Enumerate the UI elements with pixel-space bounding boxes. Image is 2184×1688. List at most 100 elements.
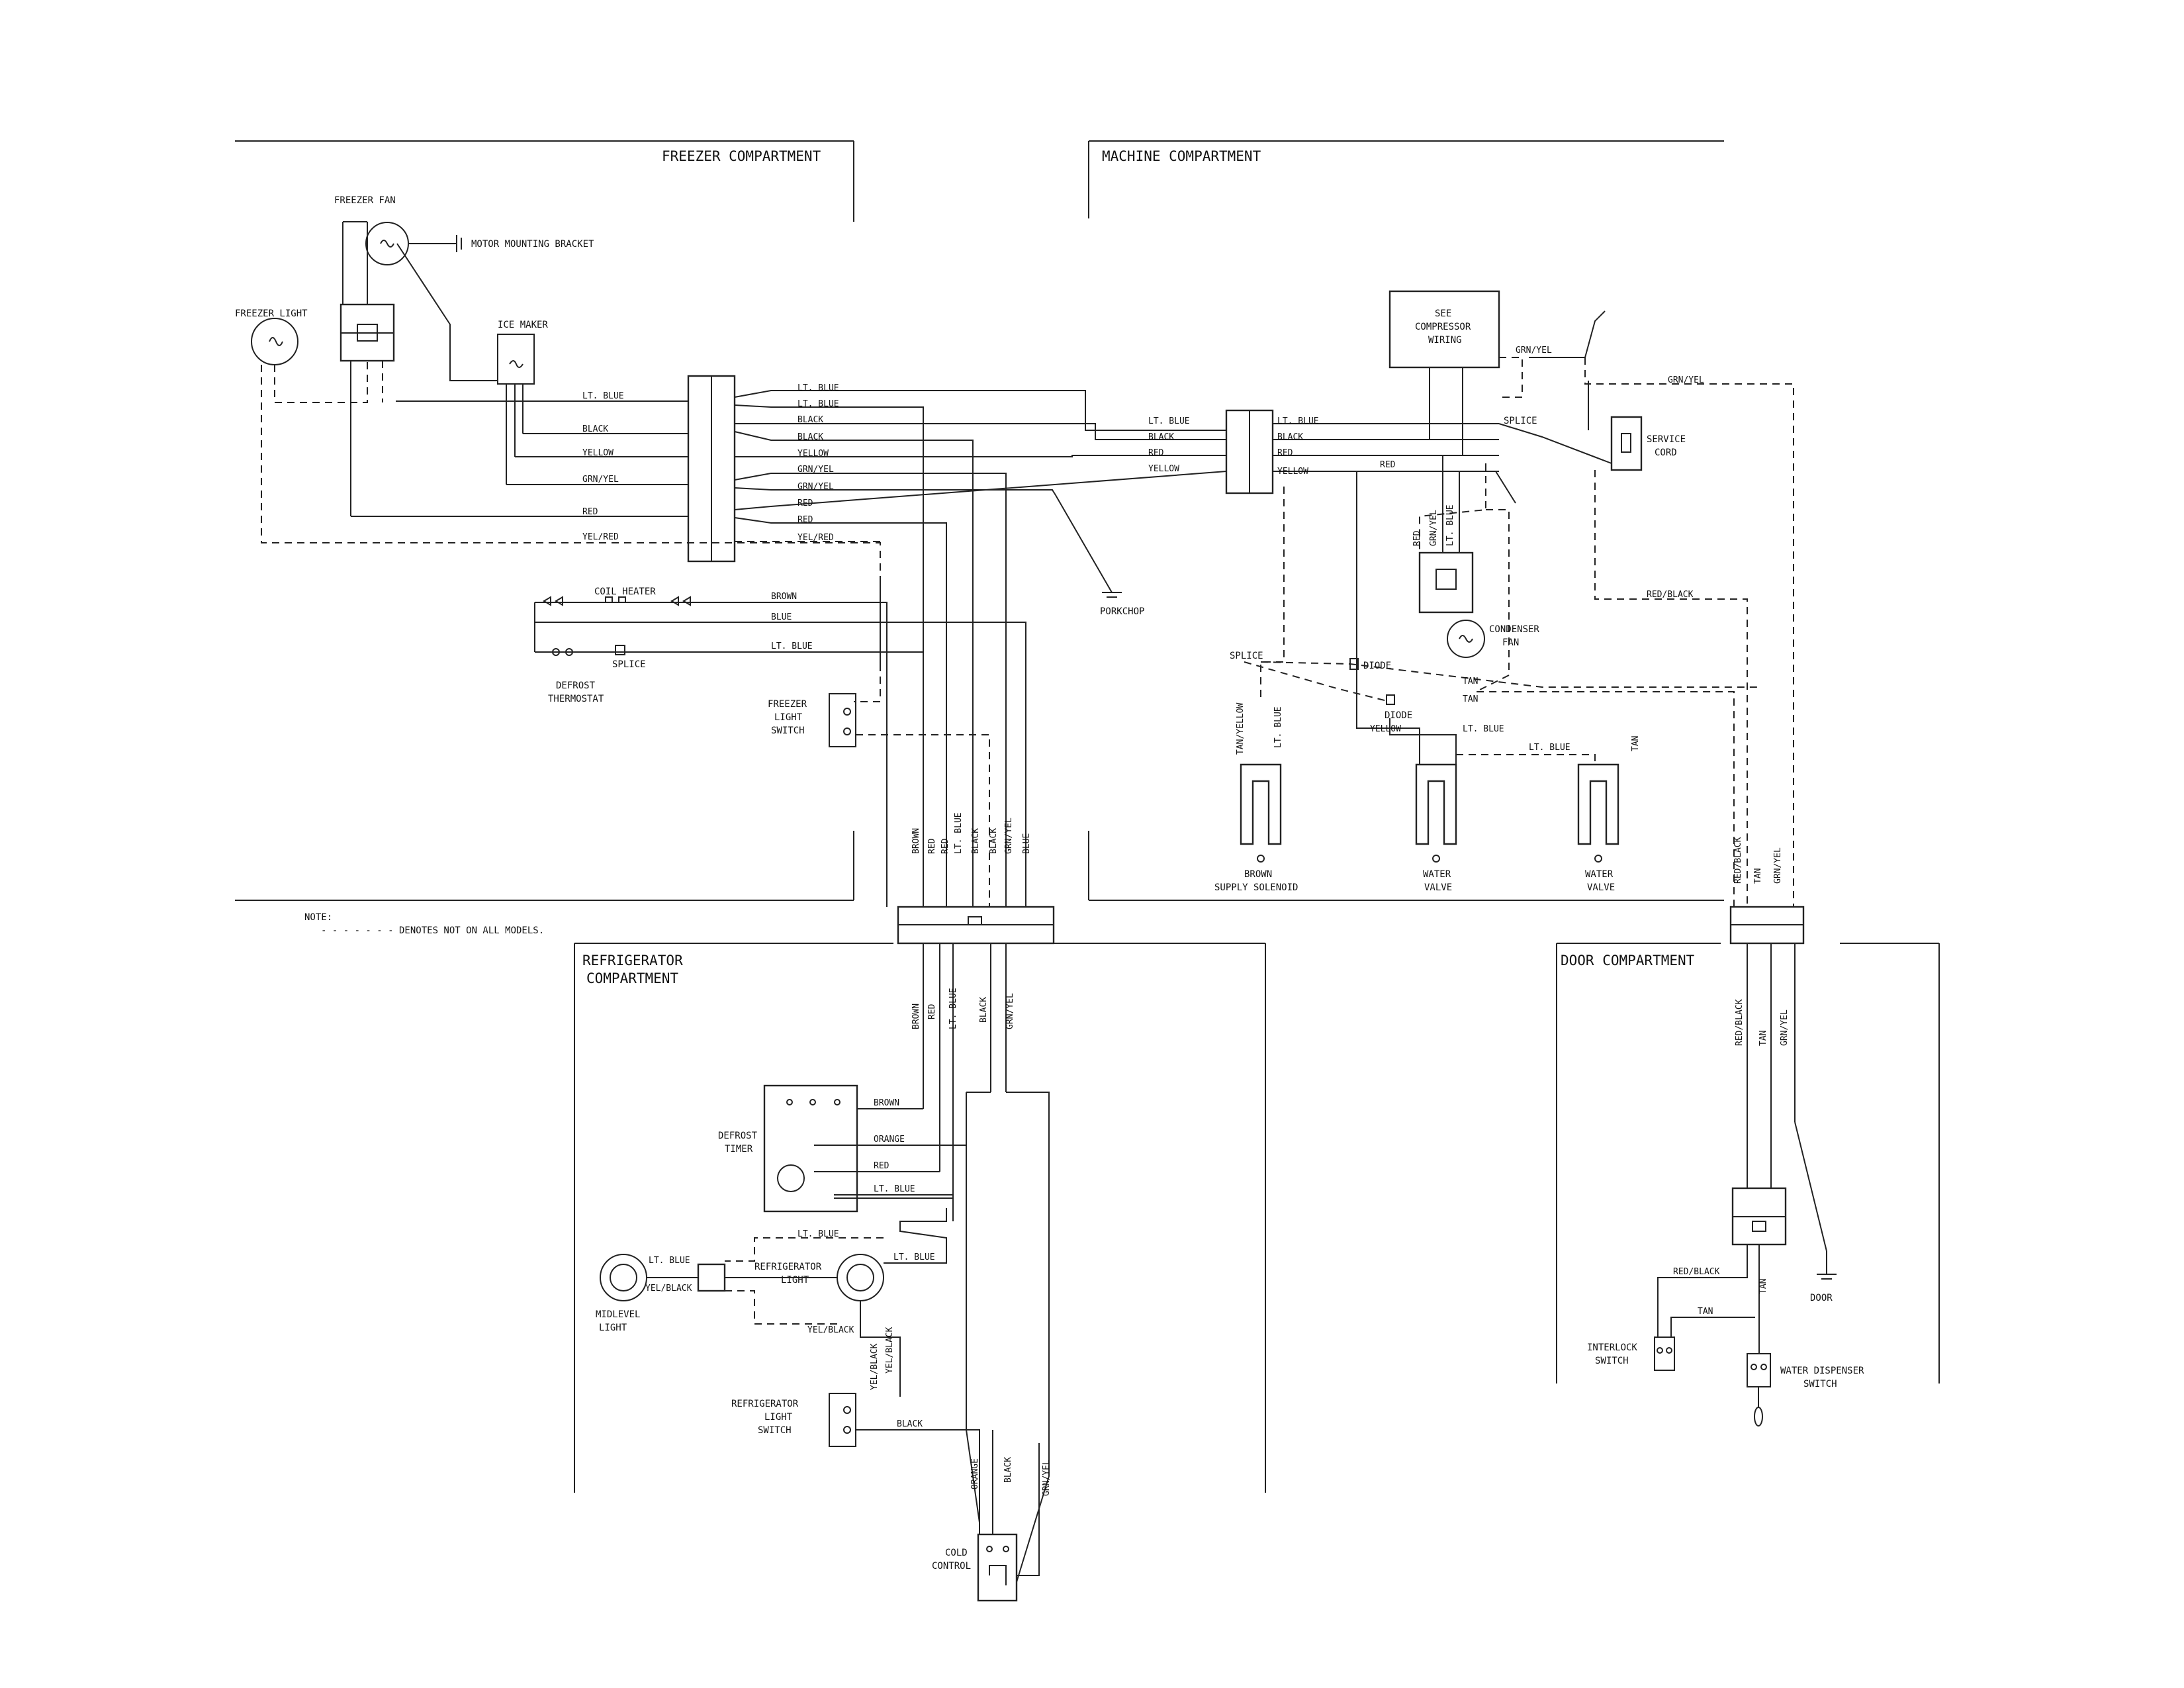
supply-solenoid-label: BROWN [1244, 869, 1272, 880]
wire-label-tan-m1: TAN [1463, 677, 1478, 686]
wire-label-black-r1: BLACK [897, 1419, 923, 1429]
ice-maker-label: ICE MAKER [498, 320, 548, 330]
diode-label: DIODE [1363, 661, 1391, 671]
wire-label-ltblue-r3: LT. BLUE [893, 1252, 935, 1262]
compressor-label: SEE [1435, 308, 1451, 319]
wire-label-tan-d1: TAN [1698, 1307, 1713, 1317]
wire-label-yelblack-rv: YEL/BLACK [870, 1343, 880, 1390]
freezer-light-switch-label: FREEZER [768, 699, 807, 710]
wire-label-black-3: BLACK [797, 432, 823, 442]
wire-label-brown-v1: BROWN [911, 828, 921, 854]
wire-label-red-mv: RED [1412, 530, 1422, 546]
motor-bracket-label: MOTOR MOUNTING BRACKET [471, 239, 594, 250]
door-ground [1794, 1121, 1837, 1280]
coil-heater [534, 596, 691, 656]
wire-label-tan-mv2: TAN [1753, 868, 1763, 884]
wire-label-redblack-m1: RED/BLACK [1647, 590, 1694, 600]
wire-label-grnyel-m2: GRN/YEL [1668, 375, 1704, 385]
water-dispenser-switch-label: WATER DISPENSER [1780, 1366, 1864, 1376]
machine-compartment-title: MACHINE COMPARTMENT [1102, 148, 1261, 164]
wire-label-ltblue-m4: LT. BLUE [1529, 743, 1570, 753]
note-title: NOTE: [304, 912, 332, 923]
refrigerator-light-label: REFRIGERATOR [754, 1262, 822, 1272]
wire-label-blue-1: BLUE [771, 612, 792, 622]
splice-label-machine-2: SPLICE [1504, 416, 1537, 426]
freezer-wires [261, 221, 1227, 907]
wire-label-ltblue-mv: LT. BLUE [1445, 504, 1455, 546]
wire-label-grnyel-rv: GRN/YEL [1005, 993, 1015, 1029]
coil-heater-label: COIL HEATER [594, 586, 656, 597]
wire-label-yellow-m3: YELLOW [1370, 724, 1401, 734]
wire-label-redblack-mv: RED/BLACK [1733, 837, 1743, 884]
defrost-timer [763, 1084, 858, 1213]
wire-label-ltblue-rv: LT. BLUE [948, 988, 958, 1029]
wire-label-grnyel-2: GRN/YEL [797, 465, 834, 475]
freezer-light-switch-label-3: SWITCH [771, 726, 805, 736]
wire-label-red-2: RED [797, 498, 813, 508]
wire-label-grnyel-1: GRN/YEL [582, 475, 619, 485]
wire-label-red-m3: RED [1380, 460, 1396, 470]
wire-label-black-v2: BLACK [989, 828, 999, 854]
compressor-label-2: COMPRESSOR [1415, 322, 1471, 332]
wire-label-yellow-1: YELLOW [582, 448, 614, 458]
wire-label-grnyel-dv: GRN/YEL [1780, 1009, 1790, 1046]
interlock-switch-label-2: SWITCH [1595, 1356, 1629, 1366]
wire-label-brown-r1: BROWN [874, 1098, 899, 1108]
wire-label-red-3: RED [797, 515, 813, 525]
wire-label-ltblue-r1: LT. BLUE [874, 1184, 915, 1194]
cold-control-label-2: CONTROL [932, 1561, 971, 1571]
wire-label-redblack-d1: RED/BLACK [1673, 1267, 1720, 1277]
wire-label-black-m2: BLACK [1277, 432, 1303, 442]
defrost-thermostat-label: DEFROST [556, 680, 596, 691]
wire-label-yellow-m1: YELLOW [1148, 464, 1179, 474]
cold-control [977, 1533, 1018, 1602]
diode-label-2: DIODE [1385, 710, 1412, 721]
wire-label-ltblue-v1: LT. BLUE [954, 812, 964, 854]
freezer-fan-label: FREEZER FAN [334, 195, 396, 206]
service-cord-label: SERVICE [1647, 434, 1686, 445]
freezer-light-label: FREEZER LIGHT [235, 308, 308, 319]
compressor-label-3: WIRING [1428, 335, 1462, 346]
wire-label-ltblue-mv2: LT. BLUE [1273, 706, 1283, 748]
wire-label-yelred-1: YEL/RED [582, 532, 619, 542]
water-valve-label-2: VALVE [1424, 882, 1452, 893]
splice-label-machine-1: SPLICE [1230, 651, 1263, 661]
wire-label-red-v1: RED [927, 838, 937, 854]
wire-label-yelblack-r2: YEL/BLACK [807, 1325, 854, 1335]
refrigerator-light-switch-label-2: LIGHT [764, 1412, 793, 1423]
wire-label-red-m2: RED [1277, 448, 1293, 458]
defrost-thermostat-label-2: THERMOSTAT [548, 694, 604, 704]
defrost-timer-label-2: TIMER [725, 1144, 753, 1154]
porkchop-ground [1055, 494, 1122, 598]
midlevel-light-label-2: LIGHT [599, 1323, 627, 1333]
water-dispenser-switch [1747, 1353, 1771, 1427]
refrigerator-light-switch-label-3: SWITCH [758, 1425, 792, 1436]
wire-label-black-1: BLACK [582, 424, 608, 434]
refrigerator-light [837, 1254, 884, 1301]
compressor-box [1388, 290, 1500, 369]
wire-label-black-rv2: BLACK [1003, 1457, 1013, 1483]
wire-label-redblack-dv: RED/BLACK [1735, 999, 1745, 1046]
refrigerator-wires [647, 943, 1050, 1583]
wire-label-grnyel-3: GRN/YEL [797, 482, 834, 492]
wire-label-tan-m2: TAN [1463, 694, 1478, 704]
refrigerator-light-switch [829, 1393, 856, 1447]
refrigerator-light-switch-label: REFRIGERATOR [731, 1399, 799, 1409]
wire-label-black-2: BLACK [797, 415, 823, 425]
wire-label-ltblue-m2: LT. BLUE [1277, 416, 1319, 426]
wire-label-ltblue-m3: LT. BLUE [1463, 724, 1504, 734]
wire-label-yellow-m2: YELLOW [1277, 467, 1308, 477]
porkchop-label: PORKCHOP [1100, 606, 1144, 617]
wire-label-orange-r1: ORANGE [874, 1135, 905, 1145]
wire-label-red-1: RED [582, 507, 598, 517]
wire-label-black-rv: BLACK [979, 997, 989, 1023]
wire-label-brown-rv: BROWN [911, 1004, 921, 1029]
solenoid-and-valves [1240, 763, 1619, 863]
wire-label-ltblue-r2: LT. BLUE [797, 1229, 839, 1239]
freezer-light-switch [829, 693, 856, 747]
supply-solenoid-label-2: SUPPLY SOLENOID [1214, 882, 1298, 893]
wire-label-yelblack-rv2: YEL/BLACK [885, 1327, 895, 1374]
wire-label-grnyel-rv2: GRN/YEL [1042, 1460, 1052, 1496]
water-valve-label: WATER [1423, 869, 1451, 880]
diode-symbol-2 [1386, 694, 1395, 705]
